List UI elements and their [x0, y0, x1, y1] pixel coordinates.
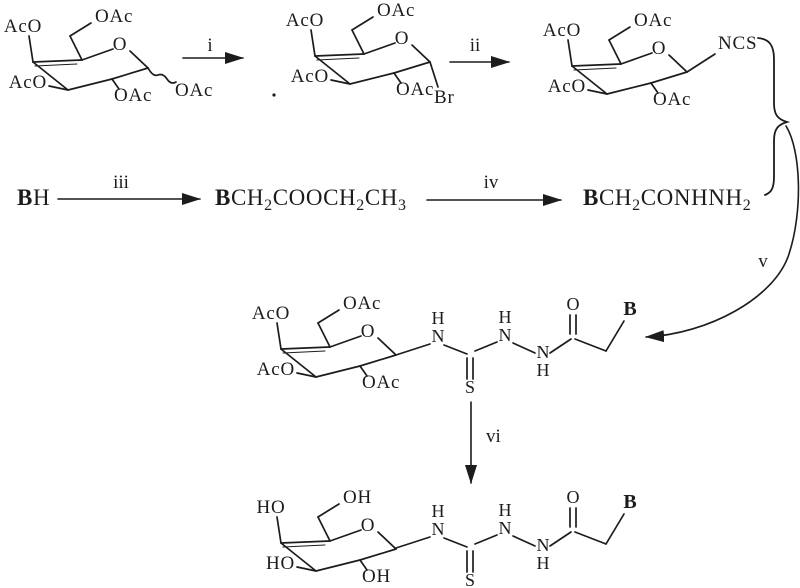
- thiosemicarbazide-chain-protected: H N H N N H S O B: [395, 294, 637, 397]
- stray-dot: [272, 93, 276, 97]
- label-anomeric-substituent: Br: [434, 87, 455, 108]
- bond: [443, 344, 468, 355]
- bond: [474, 534, 498, 545]
- label-ring-oxygen: O: [113, 34, 128, 55]
- label-o2-substituent: OAc: [362, 372, 400, 393]
- label-o2-substituent: OH: [362, 566, 391, 587]
- structure-deprotected-conjugate: HO OH O HO OH: [256, 487, 397, 587]
- label-o4-substituent: HO: [256, 497, 285, 518]
- bond: [512, 535, 536, 547]
- label-nitrogen: N: [499, 325, 512, 345]
- base-b: B: [583, 185, 599, 210]
- label-o3-substituent: AcO: [257, 359, 295, 380]
- label-o6-substituent: OAc: [634, 10, 672, 31]
- structure-glycosyl-bromide: AcO OAc O AcO OAc Br: [286, 0, 455, 108]
- base-b: B: [17, 185, 33, 210]
- formula-bh: BH: [17, 185, 50, 210]
- label-ring-oxygen: O: [652, 38, 667, 59]
- step-label-i: i: [207, 35, 212, 56]
- label-o3-substituent: HO: [266, 553, 295, 574]
- base-b: B: [215, 185, 231, 210]
- structure-acetylated-conjugate: AcO OAc O AcO OAc: [252, 293, 400, 393]
- label-ring-oxygen: O: [361, 321, 376, 342]
- step-label-iv: iv: [484, 172, 499, 193]
- thiosemicarbazide-chain-final: H N H N N H S O B: [395, 487, 637, 588]
- label-nitrogen: N: [432, 519, 445, 539]
- formula-part: CH: [365, 185, 398, 210]
- label-o2-substituent: OAc: [653, 89, 691, 110]
- label-o4-substituent: AcO: [252, 303, 290, 324]
- formula-part: CH: [599, 185, 632, 210]
- step-label-iii: iii: [113, 172, 129, 193]
- anomeric-wavy-bond: [147, 67, 177, 84]
- label-o6-substituent: OAc: [377, 0, 415, 21]
- formula-part: CONHNH: [641, 185, 743, 210]
- bond: [605, 320, 625, 352]
- label-nh-hydrogen: H: [537, 553, 550, 573]
- label-base-b: B: [623, 491, 636, 513]
- bond: [605, 513, 625, 545]
- label-oxygen: O: [567, 487, 580, 507]
- arrow-step-v: [645, 125, 800, 343]
- label-nh-hydrogen: H: [537, 360, 550, 380]
- label-nh-hydrogen: H: [432, 308, 445, 328]
- bond: [443, 537, 468, 548]
- label-o4-substituent: AcO: [543, 20, 581, 41]
- label-ring-oxygen: O: [361, 515, 376, 536]
- curly-brace: [757, 37, 791, 196]
- bond: [574, 531, 607, 545]
- label-o4-substituent: AcO: [4, 16, 42, 37]
- formula-part: CH: [231, 185, 264, 210]
- formula-subscript: 2: [743, 197, 752, 214]
- structure-peracetyl-galactose: AcO OAc O AcO OAc OAc: [4, 6, 213, 106]
- bond: [395, 536, 431, 549]
- label-o3-substituent: AcO: [291, 66, 329, 87]
- step-label-ii: ii: [470, 35, 481, 56]
- label-nh-hydrogen: H: [499, 307, 512, 327]
- label-nh-hydrogen: H: [499, 500, 512, 520]
- label-anomeric-substituent: NCS: [718, 33, 757, 54]
- label-o3-substituent: AcO: [548, 76, 586, 97]
- anomeric-bond: [686, 53, 716, 73]
- label-nitrogen: N: [499, 518, 512, 538]
- label-nitrogen: N: [537, 342, 550, 362]
- label-ring-oxygen: O: [395, 28, 410, 49]
- label-o6-substituent: OH: [343, 487, 372, 508]
- bond: [549, 531, 572, 547]
- step-label-vi: vi: [486, 426, 501, 447]
- label-nitrogen: N: [432, 326, 445, 346]
- label-o2-substituent: OAc: [396, 79, 434, 100]
- label-nitrogen: N: [537, 535, 550, 555]
- formula-subscript: 2: [264, 197, 273, 214]
- label-oxygen: O: [567, 294, 580, 314]
- bh-h: H: [33, 185, 50, 210]
- bond: [574, 338, 607, 352]
- label-nh-hydrogen: H: [432, 501, 445, 521]
- formula-part: COOCH: [273, 185, 357, 210]
- bond: [474, 341, 498, 352]
- formula-subscript: 2: [356, 197, 365, 214]
- label-sulfur: S: [465, 377, 475, 397]
- bond: [512, 342, 536, 354]
- label-o4-substituent: AcO: [286, 10, 324, 31]
- formula-subscript: 3: [398, 197, 407, 214]
- label-base-b: B: [623, 298, 636, 320]
- formula-ester: BCH2COOCH2CH3: [215, 185, 407, 214]
- label-o2-substituent: OAc: [114, 85, 152, 106]
- anomeric-bond: [429, 61, 439, 88]
- label-o6-substituent: OAc: [343, 293, 381, 314]
- structure-glycosyl-isothiocyanate: AcO OAc O AcO OAc NCS: [543, 10, 757, 110]
- formula-subscript: 2: [632, 197, 641, 214]
- label-o6-substituent: OAc: [95, 6, 133, 27]
- formula-hydrazide: BCH2CONHNH2: [583, 185, 751, 214]
- bond: [549, 338, 572, 354]
- label-sulfur: S: [465, 570, 475, 588]
- label-anomeric-substituent: OAc: [175, 80, 213, 101]
- step-label-v: v: [758, 251, 768, 272]
- label-o3-substituent: AcO: [9, 72, 47, 93]
- bond: [395, 343, 431, 356]
